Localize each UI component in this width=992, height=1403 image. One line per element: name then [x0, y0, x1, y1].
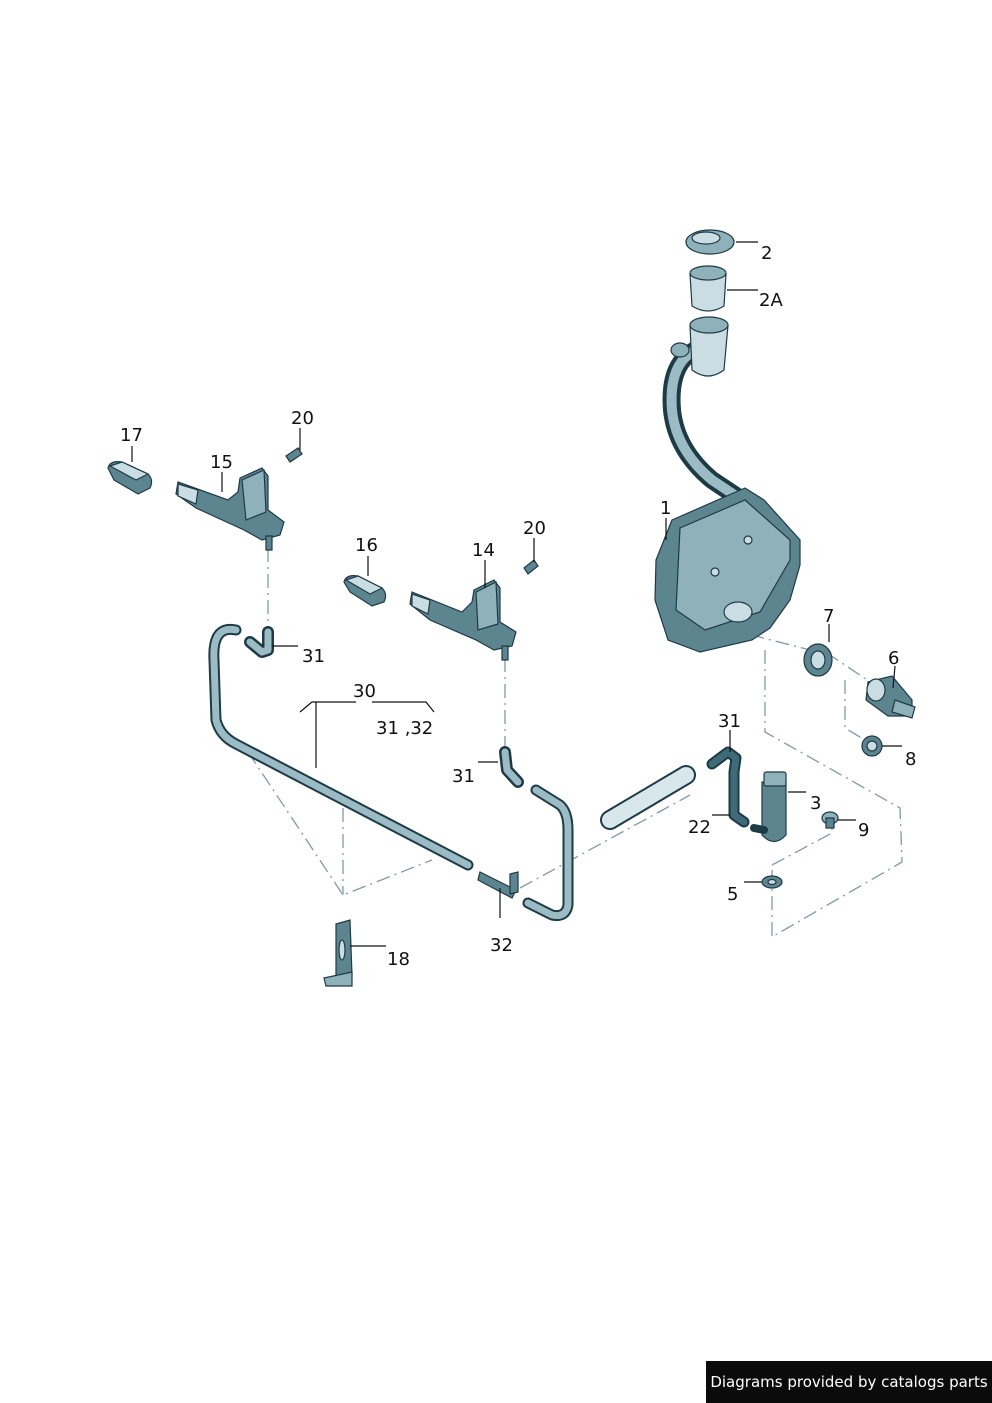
- label-31-a: 31: [302, 646, 325, 667]
- label-8: 8: [905, 749, 916, 770]
- label-20-b: 20: [523, 518, 546, 539]
- hose-loop-right[interactable]: [522, 784, 574, 921]
- part-5-washer[interactable]: [761, 875, 783, 889]
- label-31-32: 31 ‚32: [376, 718, 433, 739]
- part-2-cap[interactable]: [685, 229, 735, 255]
- label-5: 5: [727, 884, 738, 905]
- straight-hose[interactable]: [600, 765, 696, 830]
- label-15: 15: [210, 452, 233, 473]
- label-32: 32: [490, 935, 513, 956]
- label-17: 17: [120, 425, 143, 446]
- part-17-cover[interactable]: [107, 461, 153, 495]
- part-20-screw-b[interactable]: [523, 559, 539, 575]
- part-14-washer-jet[interactable]: [409, 579, 517, 661]
- label-2: 2: [761, 243, 772, 264]
- part-16-cover[interactable]: [343, 575, 387, 607]
- part-6-sensor[interactable]: [865, 675, 916, 719]
- part-9-grommet[interactable]: [821, 811, 839, 829]
- part-15-washer-jet[interactable]: [175, 467, 285, 551]
- label-9: 9: [858, 820, 869, 841]
- credit-banner: Diagrams provided by catalogs parts: [706, 1361, 992, 1403]
- label-7: 7: [823, 606, 834, 627]
- label-3: 3: [810, 793, 821, 814]
- label-2a: 2A: [759, 290, 783, 311]
- label-22: 22: [688, 817, 711, 838]
- part-8-seal[interactable]: [861, 735, 883, 757]
- label-31-b: 31: [452, 766, 475, 787]
- label-18: 18: [387, 949, 410, 970]
- part-labels: 2 2A 1 7 6 8 3 9 5 22 31 17 15 20 16 14 …: [120, 243, 916, 970]
- part-18-clip[interactable]: [323, 919, 353, 987]
- part-30-hose-line[interactable]: [208, 623, 474, 871]
- label-20-a: 20: [291, 408, 314, 429]
- label-1: 1: [660, 498, 671, 519]
- part-22-hose[interactable]: [706, 746, 750, 828]
- label-16: 16: [355, 535, 378, 556]
- assembly-lines: [247, 548, 913, 939]
- part-3-pump[interactable]: [750, 771, 787, 843]
- label-6: 6: [888, 648, 899, 669]
- label-30: 30: [353, 681, 376, 702]
- label-31-c: 31: [718, 711, 741, 732]
- part-20-screw-a[interactable]: [285, 447, 303, 463]
- part-32-t-connector[interactable]: [477, 871, 519, 899]
- part-1-reservoir[interactable]: [654, 316, 801, 653]
- part-31-elbow-b[interactable]: [499, 746, 524, 788]
- label-14: 14: [472, 540, 495, 561]
- part-2a-strainer[interactable]: [689, 265, 727, 312]
- leader-lines: [131, 241, 902, 947]
- part-7-grommet[interactable]: [803, 643, 833, 677]
- part-31-elbow-a[interactable]: [244, 626, 274, 658]
